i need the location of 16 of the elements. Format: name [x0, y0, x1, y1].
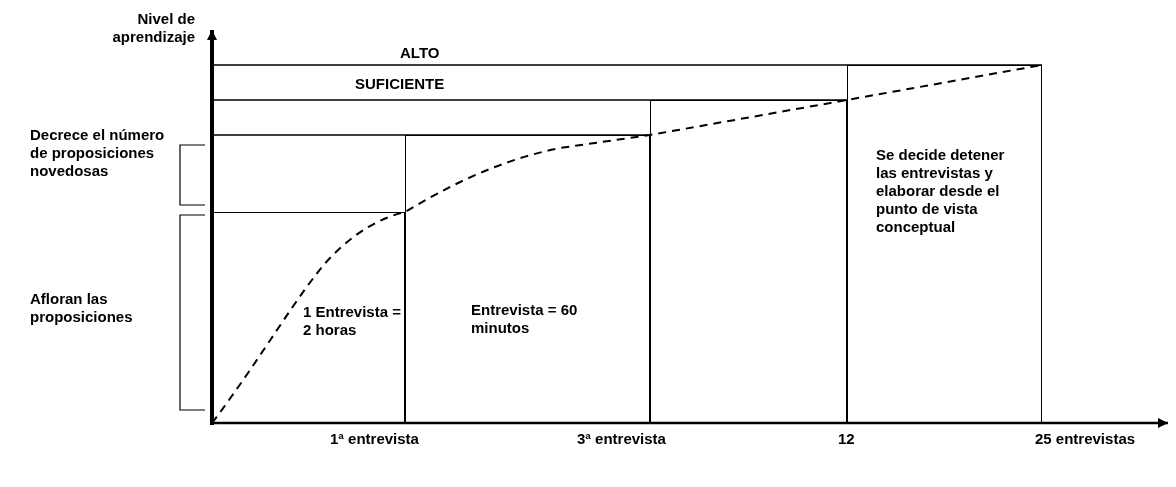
- side-note: Afloran las proposiciones: [30, 290, 134, 326]
- level-label: ALTO: [400, 44, 441, 62]
- axis-title: Nivel de aprendizaje: [111, 10, 195, 46]
- side-note: Decrece el número de proposiciones novedosas: [30, 126, 166, 180]
- column-box: [650, 100, 847, 423]
- tick-label: 1ª entrevista: [330, 430, 420, 448]
- box-text: Entrevista = 60 minutos: [471, 301, 579, 337]
- box-text: Se decide detener las entrevistas y elaborar desde el punto de vista conceptual: [876, 146, 1006, 236]
- tick-label: 12: [838, 430, 856, 448]
- column-box: [405, 135, 650, 423]
- box-text: 1 Entrevista = 2 horas: [303, 303, 402, 339]
- tick-label: 3ª entrevista: [577, 430, 667, 448]
- column-box: [212, 212, 405, 423]
- tick-label: 25 entrevistas: [1035, 430, 1137, 448]
- column-box: [847, 65, 1042, 423]
- level-label: SUFICIENTE: [355, 75, 446, 93]
